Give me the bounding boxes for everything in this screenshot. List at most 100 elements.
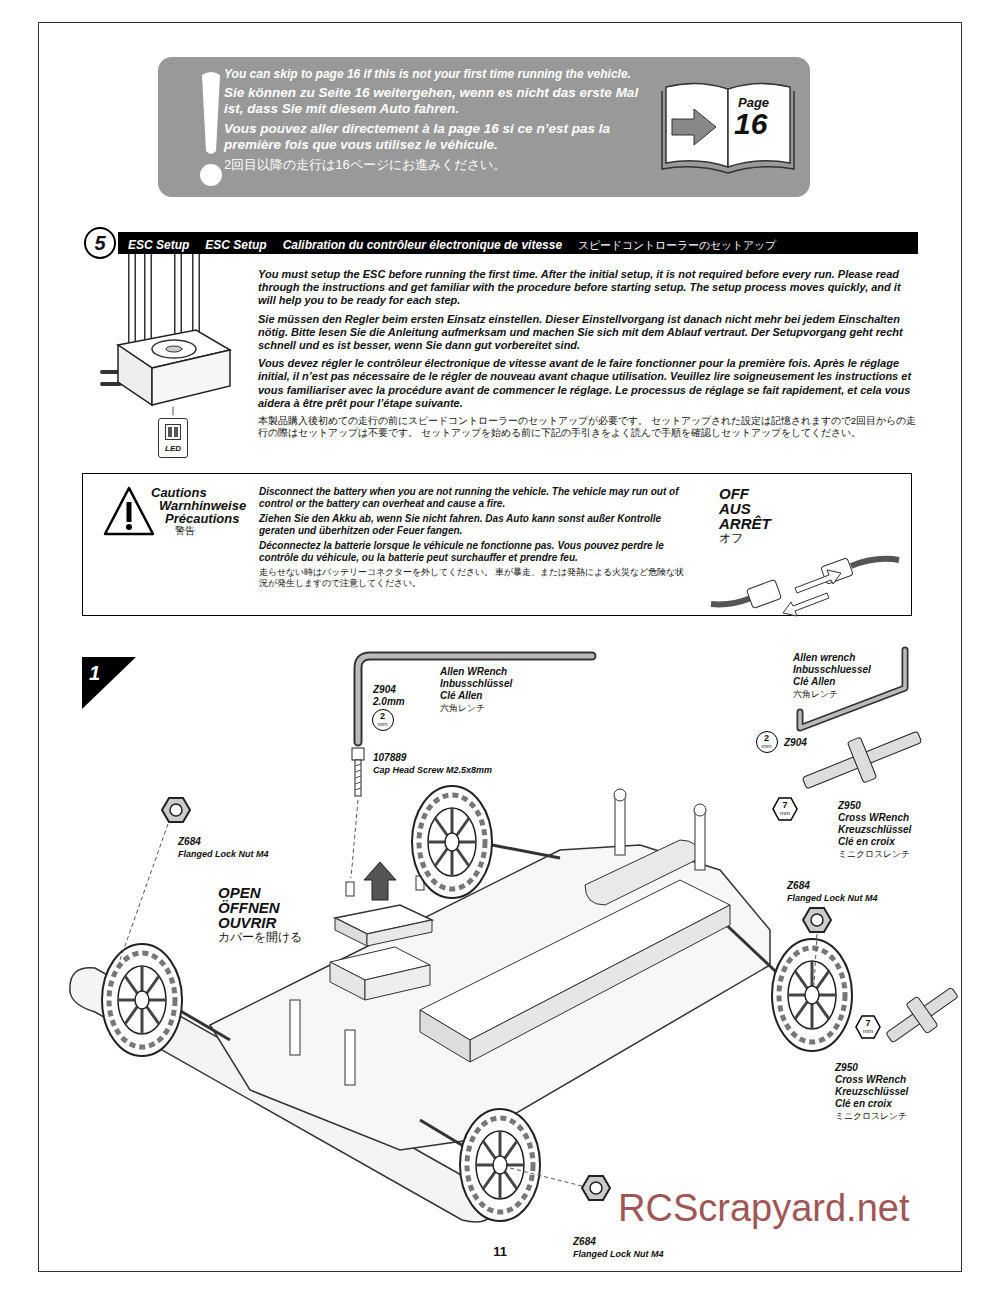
intro-paragraph: You must setup the ESC before running th… <box>258 268 920 308</box>
text-group: 7 <box>855 1018 881 1028</box>
part-number: Z684 <box>787 880 810 892</box>
tools-drawing <box>352 650 965 1053</box>
node-text: Warnhinweise <box>159 499 259 512</box>
text-group: mm <box>373 721 392 727</box>
node-text: ESC Setup <box>205 237 266 253</box>
size-hex-icon: 7mm <box>772 797 798 821</box>
tool-name: ミニクロスレンチ <box>838 848 910 860</box>
page-reference-book: Page16 <box>658 77 798 177</box>
text-group: 5 <box>86 232 114 254</box>
text-group: 107889Cap Head Screw M2.5x8mm <box>373 752 513 776</box>
text-group: mm <box>757 743 776 749</box>
size-hex-icon: 7mm <box>855 1015 881 1039</box>
tool-name: Cross WRench <box>838 812 909 824</box>
part-number: Flanged Lock Nut M4 <box>573 1248 664 1260</box>
section-header-band: ESC Setup ESC Setup Calibration du contrôl… <box>118 232 918 254</box>
page-border <box>39 23 962 1272</box>
node-text: 5 <box>86 232 114 254</box>
text-group: ESC Setup ESC Setup Calibration du contrôl… <box>128 235 908 253</box>
node-text: 走らせない時はバッテリーコネクターを外してください。 車が暴走、または発熱による… <box>259 567 689 589</box>
tool-name: Clé Allen <box>793 676 835 688</box>
text-group: Z904 <box>784 737 834 749</box>
battery-connector-icon <box>711 554 901 612</box>
text-group: LED <box>159 444 187 454</box>
node-text: オフ <box>719 531 809 545</box>
tool-name: Clé Allen <box>440 690 482 702</box>
node-text: ARRÊT <box>719 516 809 531</box>
text-group: Z684Flanged Lock Nut M4 <box>178 836 298 860</box>
node-text: OFF <box>719 486 809 501</box>
node-text: Déconnectez la batterie lorsque le véhic… <box>259 540 689 563</box>
text-group: 1 <box>89 662 109 684</box>
node-text: 7 <box>855 1018 881 1028</box>
text-group: RCScrapyard.net <box>618 1186 958 1230</box>
warning-triangle <box>105 486 155 536</box>
caution-box: CautionsWarnhinweisePrécautions警告 Disconn… <box>82 473 912 616</box>
tool-name: Inbusschlüssel <box>440 678 512 690</box>
esc-drawing <box>102 240 230 415</box>
part-number: Z684 <box>178 836 201 848</box>
part-number: Z684 <box>573 1236 596 1248</box>
node-text: Vous pouvez aller directement à la page … <box>224 121 656 153</box>
node-text: 警告 <box>175 525 235 537</box>
text-group: Z684Flanged Lock Nut M4 <box>787 880 907 904</box>
node-text: 2 <box>757 733 776 743</box>
tool-name: Cross WRench <box>835 1074 906 1086</box>
skip-banner: You can skip to page 16 if this is not y… <box>158 57 810 197</box>
node-text: Précautions <box>165 512 259 525</box>
size-circle-icon: 2mm <box>756 731 778 753</box>
tool-name: ミニクロスレンチ <box>835 1110 907 1122</box>
action-label: OPEN <box>218 885 261 900</box>
intro-paragraph: 本製品購入後初めての走行の前にスピードコントローラーのセットアップが必要です。 … <box>258 415 920 440</box>
node-text: 1 <box>89 662 109 684</box>
node-text: mm <box>373 721 392 727</box>
node-text: 2回目以降の走行は16ページにお進みください。 <box>224 157 656 173</box>
tool-name: Inbusschluessel <box>793 664 871 676</box>
text-group: Z950Cross WRenchKreuzschlüsselClé en cro… <box>835 1062 945 1122</box>
watermark: RCScrapyard.net <box>618 1186 958 1230</box>
tool-name: Allen WRench <box>440 666 507 678</box>
text-group: 2 <box>757 733 776 743</box>
text-group: 警告 <box>175 525 235 537</box>
node-text: ESC Setup <box>128 237 189 253</box>
tool-name: Allen wrench <box>793 652 855 664</box>
text-group: Page <box>738 95 794 110</box>
node-text: mm <box>757 743 776 749</box>
text-group: Allen wrenchInbusschluesselClé Allen六角レン… <box>793 652 903 700</box>
node-text: 7 <box>772 800 798 810</box>
led-icon <box>165 424 181 440</box>
text-group: You can skip to page 16 if this is not y… <box>224 67 656 173</box>
book-icon <box>658 77 798 177</box>
led-indicator-box: LED <box>158 418 188 458</box>
tool-name: Z950 <box>835 1062 858 1074</box>
tool-name: Z950 <box>838 800 861 812</box>
text-group: Disconnect the battery when you are not … <box>259 486 689 589</box>
text-group: You must setup the ESC before running th… <box>258 268 920 440</box>
text-group: mm <box>855 1028 881 1034</box>
intro-paragraph: Sie müssen den Regler beim ersten Einsat… <box>258 313 920 353</box>
text-group: 11 <box>480 1244 520 1259</box>
part-number: Z904 <box>373 684 396 696</box>
tool-name: Clé en croix <box>835 1098 892 1110</box>
node-text: Ziehen Sie den Akku ab, wenn Sie nicht f… <box>259 513 689 536</box>
part-number: Z904 <box>784 737 807 749</box>
node-text: mm <box>772 810 798 816</box>
text-group: Warnhinweise <box>159 499 259 512</box>
text-group: Précautions <box>165 512 259 525</box>
node-text: Sie können zu Seite 16 weitergehen, wenn… <box>224 85 656 117</box>
part-number: Flanged Lock Nut M4 <box>787 892 878 904</box>
exclamation-icon <box>198 71 224 189</box>
part-number: 107889 <box>373 752 406 764</box>
node-text: 16 <box>734 109 794 139</box>
part-number: 2.0mm <box>373 696 405 708</box>
car-chassis-drawing <box>70 786 852 1222</box>
action-label: カバーを開ける <box>218 930 302 945</box>
step-number-circle: 5 <box>84 227 116 259</box>
node-text: Calibration du contrôleur électronique d… <box>283 237 562 253</box>
text-group: Cautions <box>151 486 251 499</box>
text-group: OPENÖFFNENOUVRIRカバーを開ける <box>218 885 328 945</box>
tool-name: 六角レンチ <box>440 702 485 714</box>
intro-paragraph: Vous devez régler le contrôleur électron… <box>258 357 920 410</box>
part-number: Flanged Lock Nut M4 <box>178 848 269 860</box>
text-group: Allen WRenchInbusschlüsselClé Allen六角レンチ <box>440 666 570 714</box>
